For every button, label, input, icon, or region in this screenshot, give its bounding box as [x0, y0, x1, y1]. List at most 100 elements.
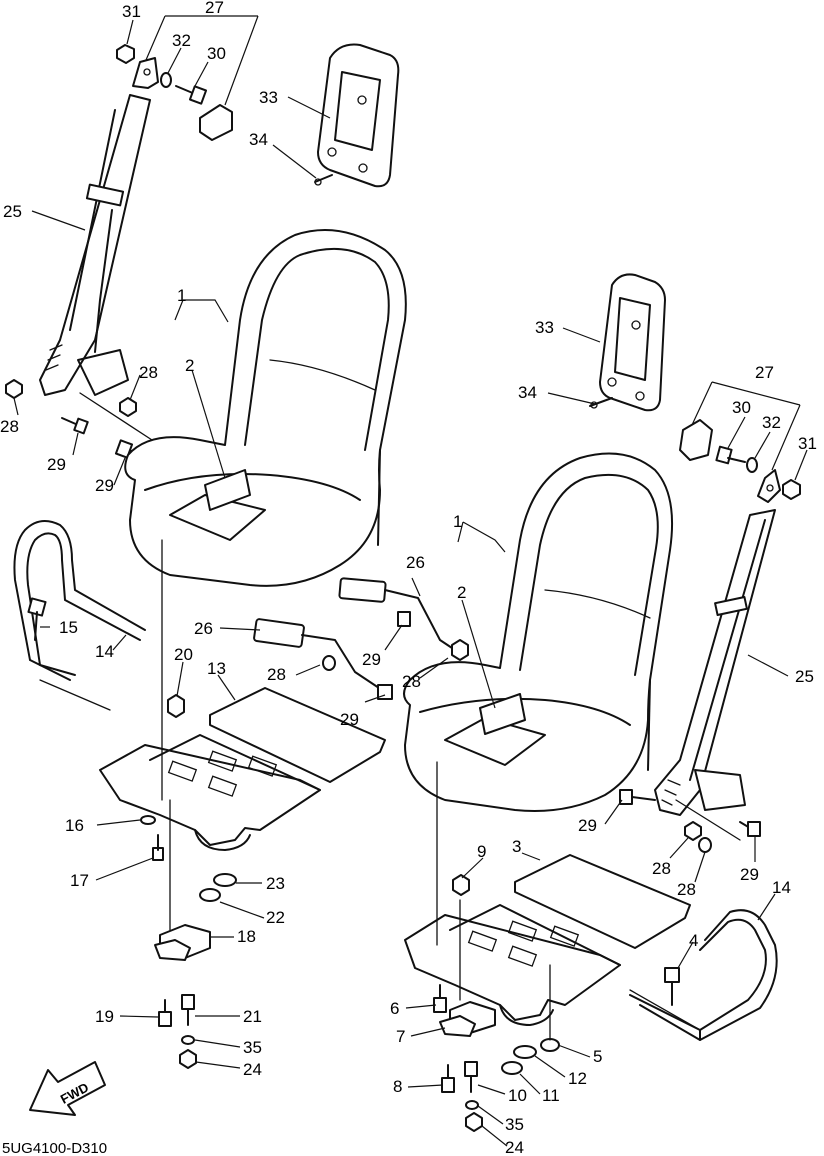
- bolt-4: [664, 967, 680, 1006]
- callout-29: 29: [95, 476, 114, 495]
- stud-21: [181, 994, 195, 1026]
- nut-24-left: [179, 1049, 197, 1069]
- callout-14: 14: [772, 878, 791, 897]
- callout-30: 30: [207, 44, 226, 63]
- stud-10: [464, 1061, 478, 1093]
- seat-belt-left: [39, 94, 151, 396]
- callout-26: 26: [406, 553, 425, 572]
- callout-35: 35: [505, 1115, 524, 1134]
- callout-2: 2: [457, 583, 466, 602]
- leader-lines: [13, 15, 808, 1147]
- washer-35-right: [465, 1100, 479, 1110]
- callout-27: 27: [205, 0, 224, 17]
- rivet-34-left: [314, 174, 333, 186]
- bolt-8: [441, 1064, 455, 1093]
- washer-5: [540, 1038, 560, 1052]
- callout-27: 27: [755, 363, 774, 382]
- washer-32-left: [160, 72, 172, 88]
- callout-29: 29: [362, 650, 381, 669]
- callout-29: 29: [578, 816, 597, 835]
- callout-26: 26: [194, 619, 213, 638]
- diagram-code: 5UG4100-D310: [2, 1140, 107, 1156]
- callout-11: 11: [542, 1086, 560, 1105]
- bracket-27-right: [757, 469, 781, 503]
- vertical-guide-right: [436, 761, 551, 1041]
- buckle-26-right: [338, 577, 469, 661]
- callout-19: 19: [95, 1007, 114, 1026]
- grab-bar-14-left: [13, 520, 146, 681]
- callout-28: 28: [402, 672, 421, 691]
- seat-base-3-right: [404, 854, 691, 1026]
- callout-31: 31: [798, 434, 817, 453]
- seat-base-13-left: [99, 687, 386, 851]
- callout-2: 2: [185, 356, 194, 375]
- callout-18: 18: [237, 927, 256, 946]
- callout-15: 15: [59, 618, 78, 637]
- bolt-29-right: [619, 789, 761, 837]
- headrest-plate-33-left: [317, 43, 400, 188]
- callout-9: 9: [477, 842, 486, 861]
- belt-dash-guide-left: [79, 392, 153, 441]
- callout-28: 28: [652, 859, 671, 878]
- callout-34: 34: [249, 130, 268, 149]
- bolt-6: [433, 984, 447, 1013]
- callout-30: 30: [732, 398, 751, 417]
- callout-32: 32: [762, 413, 781, 432]
- callout-17: 17: [70, 871, 89, 890]
- callout-6: 6: [390, 999, 399, 1018]
- bolt-30-right: [715, 445, 746, 465]
- callout-23: 23: [266, 874, 285, 893]
- callout-34: 34: [518, 383, 537, 402]
- nut-20: [167, 694, 185, 718]
- callout-20: 20: [174, 645, 193, 664]
- nut-24-right: [465, 1112, 483, 1132]
- bracket-27-left: [132, 57, 159, 89]
- vertical-guide-left: [161, 539, 171, 931]
- callout-10: 10: [508, 1086, 527, 1105]
- callout-16: 16: [65, 816, 84, 835]
- callout-28: 28: [0, 417, 19, 436]
- callout-31: 31: [122, 2, 141, 21]
- callout-35: 35: [243, 1038, 262, 1057]
- callout-5: 5: [593, 1047, 602, 1066]
- callout-25: 25: [795, 667, 814, 686]
- callout-7: 7: [396, 1027, 405, 1046]
- rivet-34-right: [589, 397, 613, 409]
- callout-33: 33: [259, 88, 278, 107]
- nut-31-right: [782, 479, 801, 500]
- callout-13: 13: [207, 659, 226, 678]
- callout-29: 29: [340, 710, 359, 729]
- seat-left: [124, 229, 407, 587]
- cover-27-right: [679, 419, 713, 461]
- washer-16: [140, 815, 156, 825]
- callout-24: 24: [505, 1138, 524, 1156]
- callout-28: 28: [677, 880, 696, 899]
- nut-31-left: [116, 44, 135, 64]
- callout-4: 4: [689, 931, 698, 950]
- callout-28: 28: [267, 665, 286, 684]
- callout-3: 3: [512, 837, 521, 856]
- callout-14: 14: [95, 642, 114, 661]
- callout-28: 28: [139, 363, 158, 382]
- belt-dash-guide-right: [675, 799, 741, 841]
- bracket-7: [439, 1001, 496, 1037]
- bar-dash-guide-right: [629, 989, 701, 1031]
- grab-bar-14-right: [629, 909, 778, 1041]
- seat-belt-right: [654, 509, 776, 816]
- bar-dash-guide-left: [39, 679, 111, 711]
- collar-23: [213, 873, 237, 887]
- callout-33: 33: [535, 318, 554, 337]
- callout-29: 29: [47, 455, 66, 474]
- bolt-30-left: [175, 85, 208, 105]
- cover-27-left: [199, 104, 233, 141]
- callout-22: 22: [266, 908, 285, 927]
- washer-32-right: [746, 457, 758, 473]
- nut-9: [452, 874, 470, 896]
- nut-28-left: [5, 379, 137, 417]
- callout-24: 24: [243, 1060, 262, 1079]
- washer-35-left: [181, 1035, 195, 1045]
- callout-1: 1: [453, 512, 462, 531]
- bushing-22: [199, 888, 221, 902]
